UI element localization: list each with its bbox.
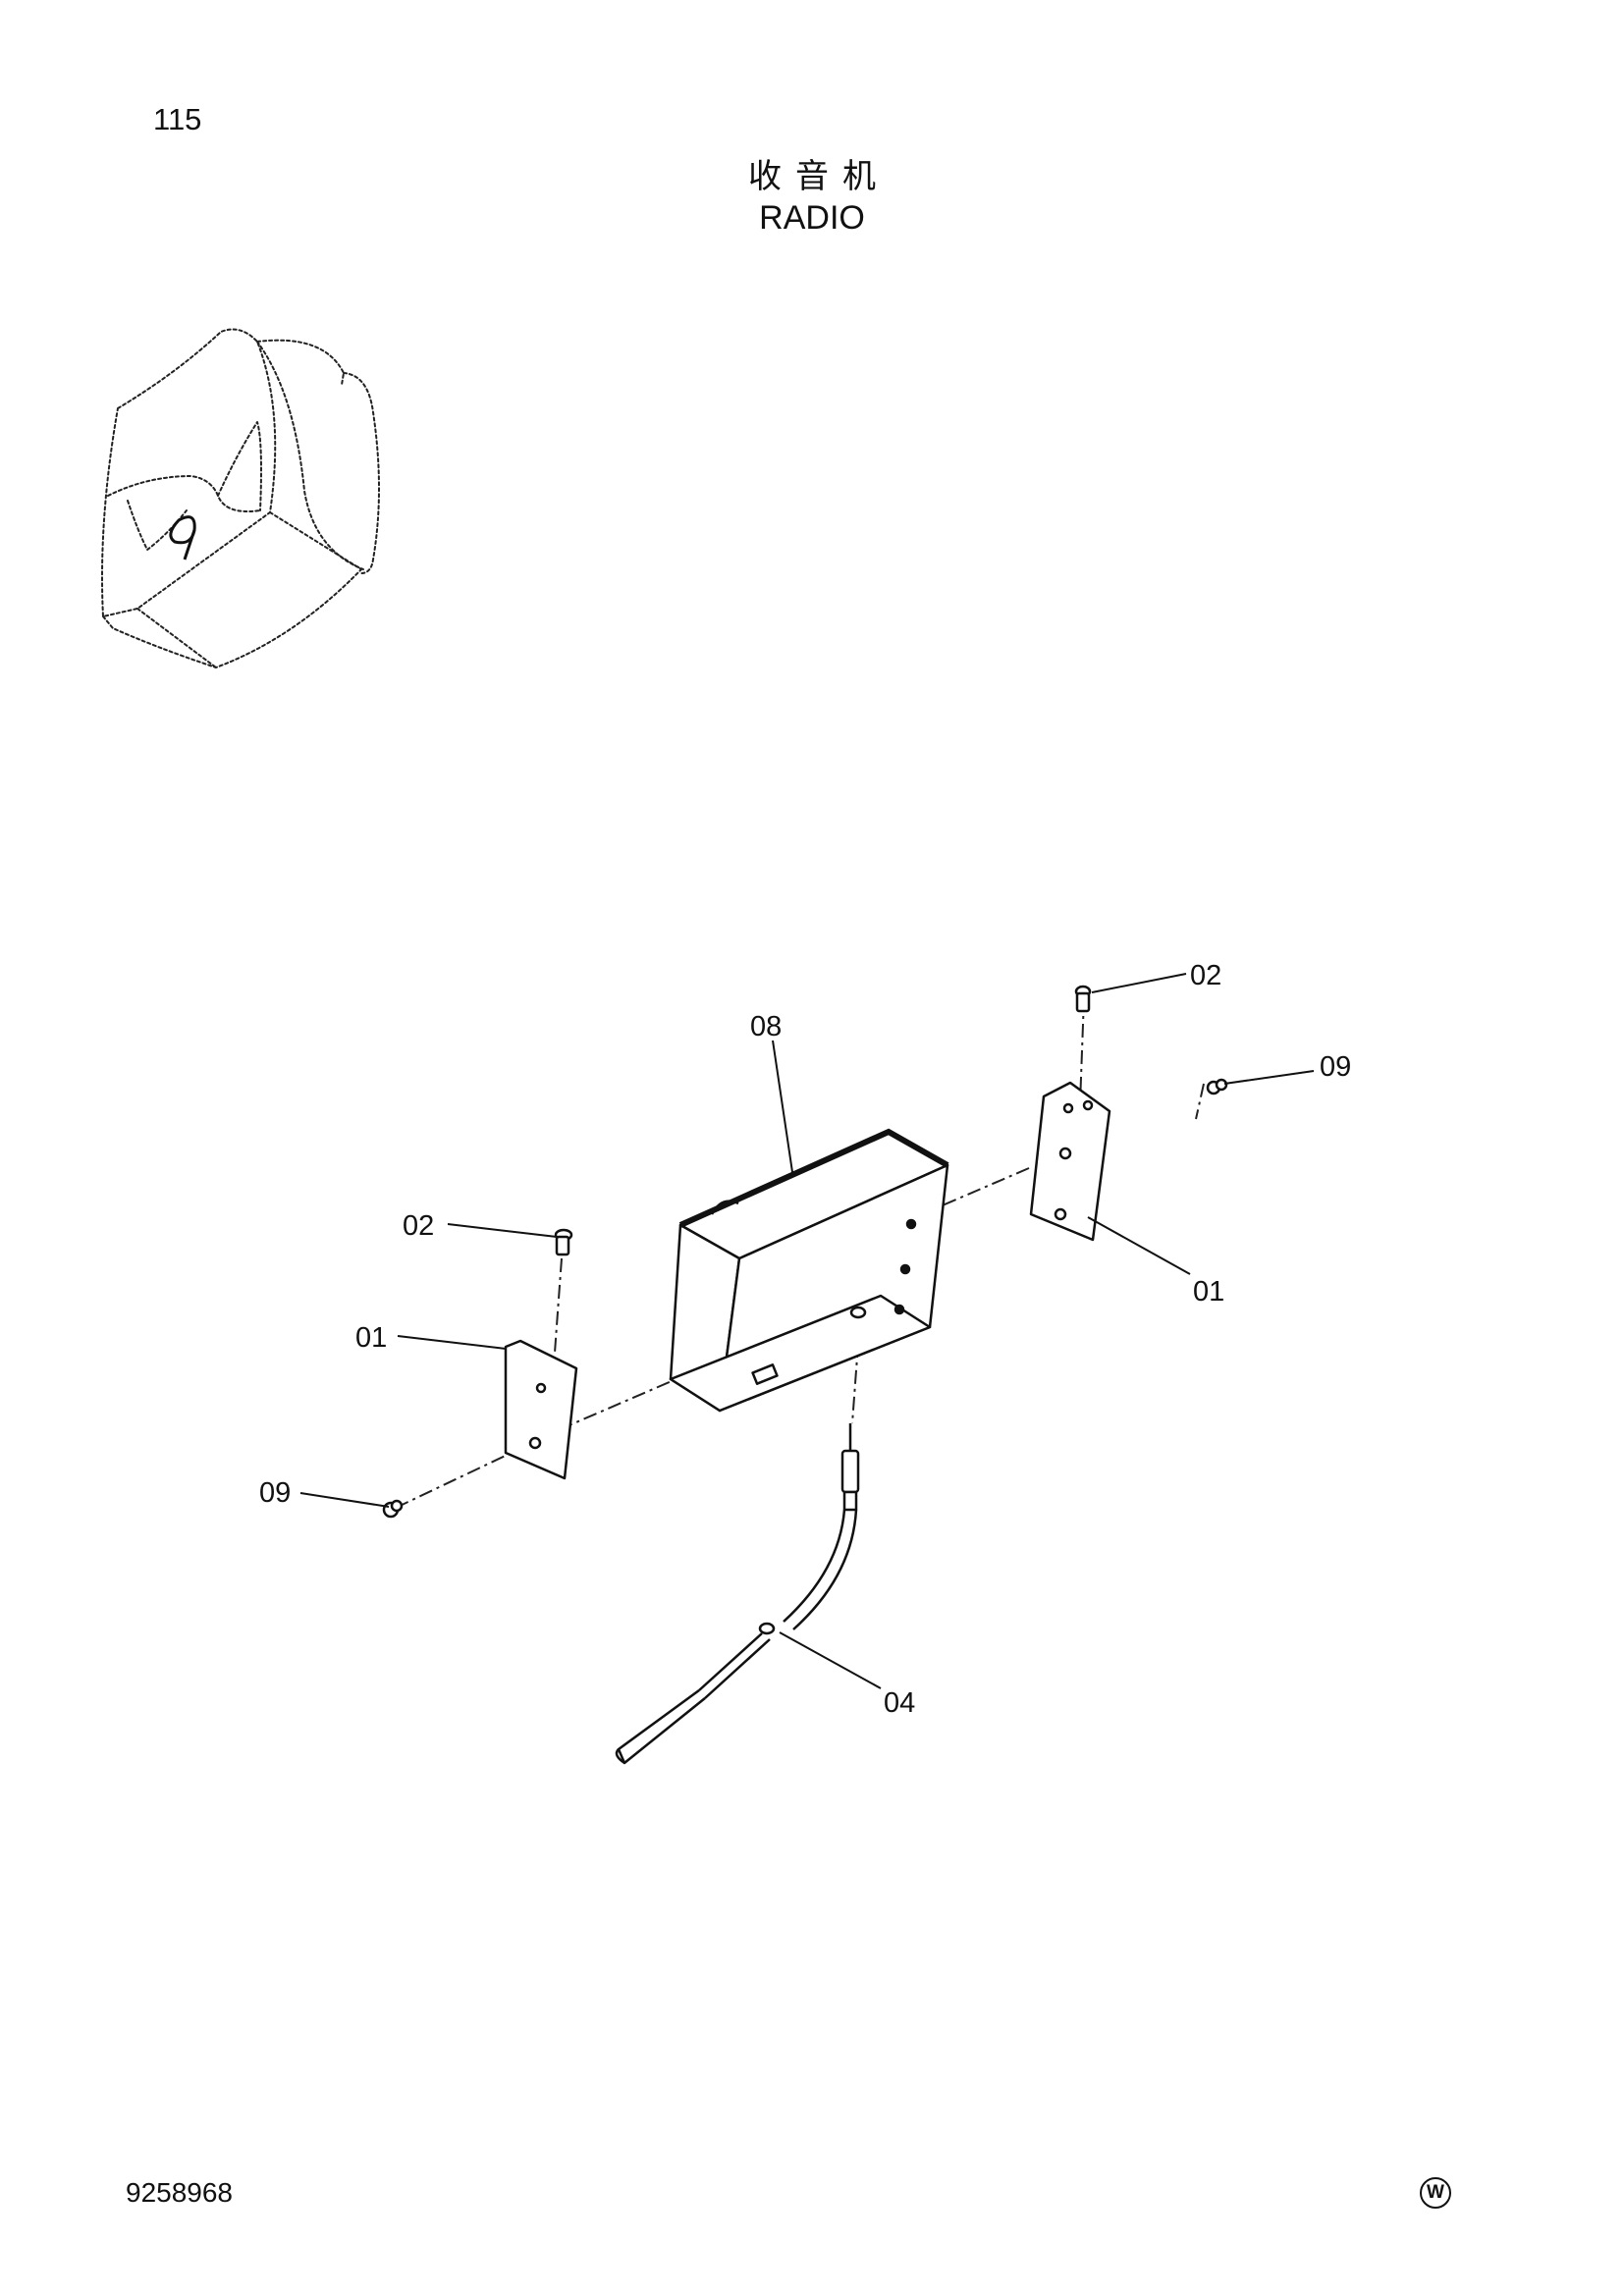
radio-front-edge	[678, 1128, 949, 1228]
callout-left-bracket: 01	[355, 1322, 387, 1354]
callout-upper-nut: 09	[1320, 1051, 1351, 1083]
radio-unit	[669, 1130, 949, 1413]
left-nut	[382, 1499, 404, 1519]
title-english: RADIO	[759, 199, 865, 237]
callout-antenna: 04	[884, 1687, 915, 1719]
callout-radio: 08	[750, 1011, 782, 1042]
right-bracket	[1029, 1081, 1111, 1242]
upper-screw	[1074, 985, 1092, 1013]
antenna	[615, 1423, 860, 1765]
document-number: 9258968	[126, 2177, 234, 2208]
callout-upper-screw: 02	[1190, 960, 1221, 991]
brand-mark-icon: W	[1420, 2177, 1451, 2209]
callout-right-bracket: 01	[1193, 1276, 1224, 1308]
title-chinese: 收音机	[748, 157, 890, 196]
page-number: 115	[153, 102, 202, 136]
leader-lines	[299, 973, 1315, 1689]
left-bracket	[504, 1339, 578, 1480]
upper-nut	[1206, 1078, 1228, 1095]
callout-left-nut: 09	[259, 1477, 291, 1509]
callout-left-screw: 02	[403, 1210, 434, 1242]
left-screw	[554, 1228, 573, 1256]
cab-radio-marker	[169, 515, 196, 561]
cab-location-view	[101, 328, 380, 668]
